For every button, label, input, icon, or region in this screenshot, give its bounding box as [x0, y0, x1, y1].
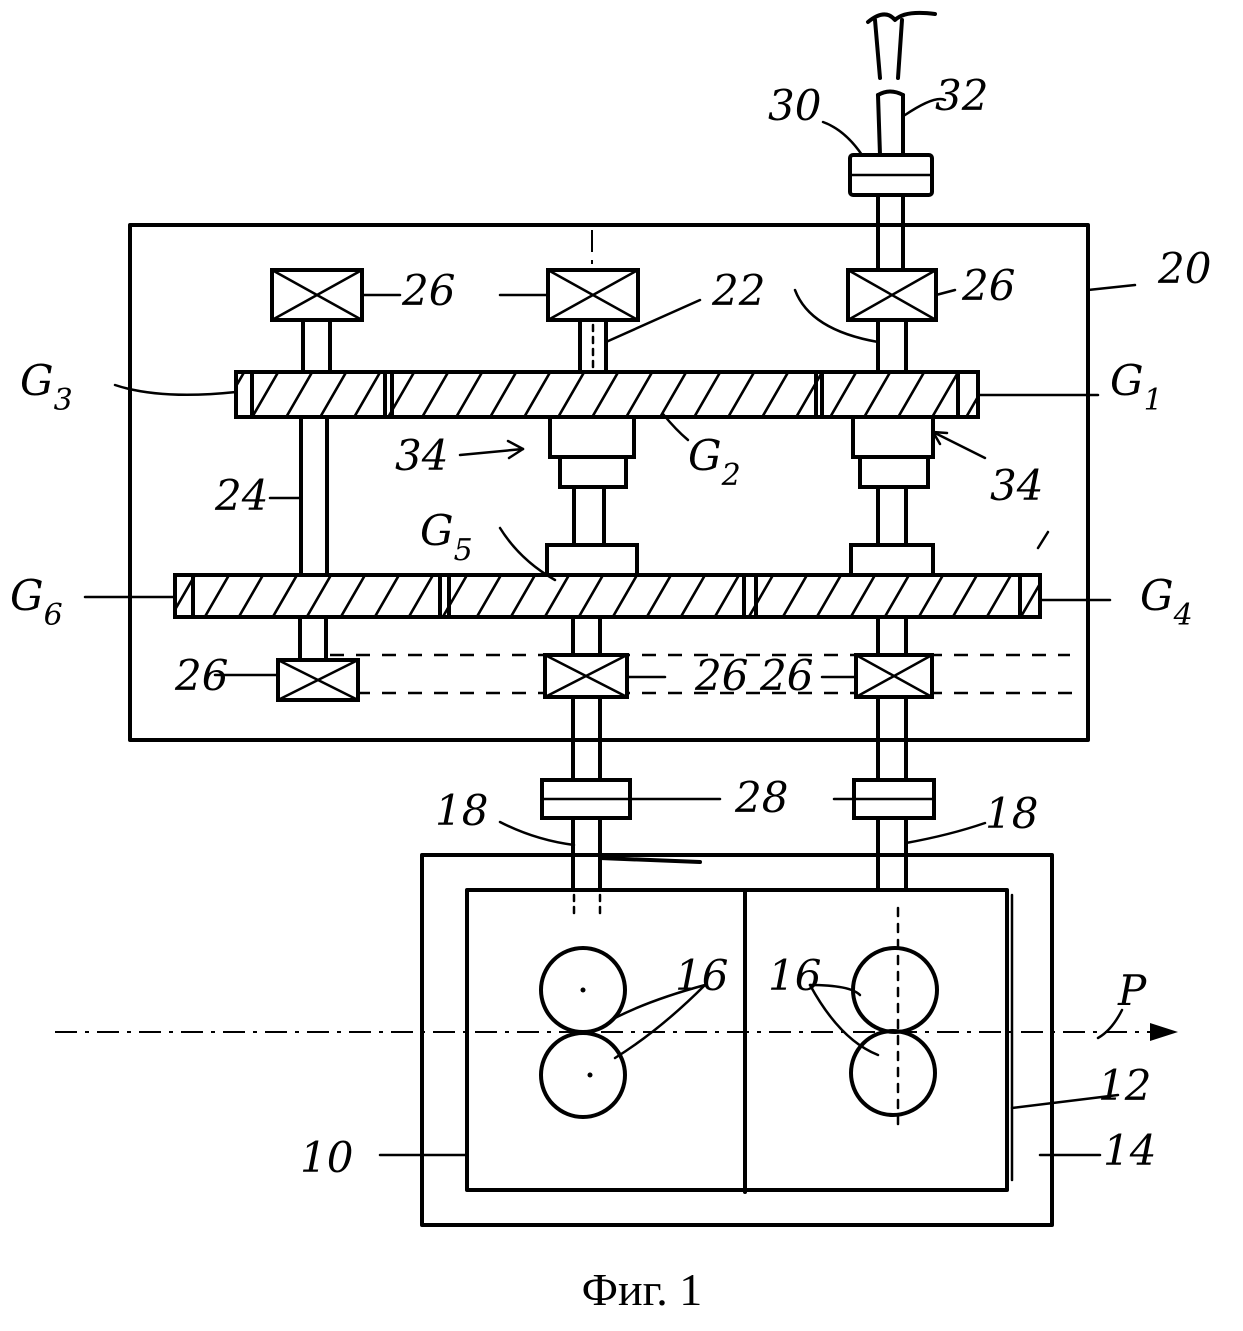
clutch-34-middle — [550, 417, 634, 487]
label-26-bottom-right: 26 — [759, 651, 813, 700]
label-34-left: 34 — [395, 431, 448, 480]
label-26-bottom-middle: 26 — [694, 651, 748, 700]
label-18-left: 18 — [435, 786, 488, 835]
label-g2: G2 — [688, 431, 741, 493]
label-10: 10 — [300, 1133, 353, 1182]
label-g5: G5 — [420, 506, 473, 568]
label-g3: G3 — [20, 356, 73, 418]
label-g1: G1 — [1110, 356, 1163, 418]
gear-row-lower — [175, 575, 1040, 617]
label-g6: G6 — [10, 571, 63, 633]
label-16-right: 16 — [768, 951, 821, 1000]
label-20: 20 — [1157, 244, 1211, 293]
bearing-top-middle — [548, 270, 638, 320]
mill-housing — [422, 855, 1052, 1225]
gear-row-upper — [236, 372, 978, 417]
stand-10-12 — [467, 890, 1007, 1190]
label-30: 30 — [768, 81, 821, 130]
label-26-bottom-left: 26 — [174, 651, 228, 700]
figure-caption: Фиг. 1 — [582, 1264, 703, 1315]
label-26-top-right: 26 — [961, 261, 1015, 310]
label-28: 28 — [734, 773, 788, 822]
coupling-30 — [850, 155, 932, 195]
label-12: 12 — [1098, 1061, 1151, 1110]
bearing-bottom-left — [278, 660, 358, 700]
label-24: 24 — [214, 471, 268, 520]
bearing-top-right — [848, 270, 936, 320]
label-p: P — [1117, 966, 1147, 1015]
coupling-28-left — [542, 780, 630, 818]
bearing-top-left — [272, 270, 362, 320]
bearing-bottom-right — [856, 655, 932, 697]
label-32: 32 — [935, 71, 988, 120]
leader-lines — [85, 99, 1135, 1155]
clutch-34-right — [853, 417, 933, 487]
label-26-top-left: 26 — [401, 266, 455, 315]
coupling-28-right — [854, 780, 934, 818]
label-g4: G4 — [1140, 571, 1193, 633]
bearing-bottom-middle — [545, 655, 627, 697]
label-18-right: 18 — [985, 789, 1038, 838]
label-14: 14 — [1103, 1126, 1156, 1175]
label-16-left: 16 — [675, 951, 728, 1000]
label-34-right: 34 — [990, 461, 1043, 510]
motor-shaft — [868, 13, 935, 155]
label-22: 22 — [711, 266, 765, 315]
